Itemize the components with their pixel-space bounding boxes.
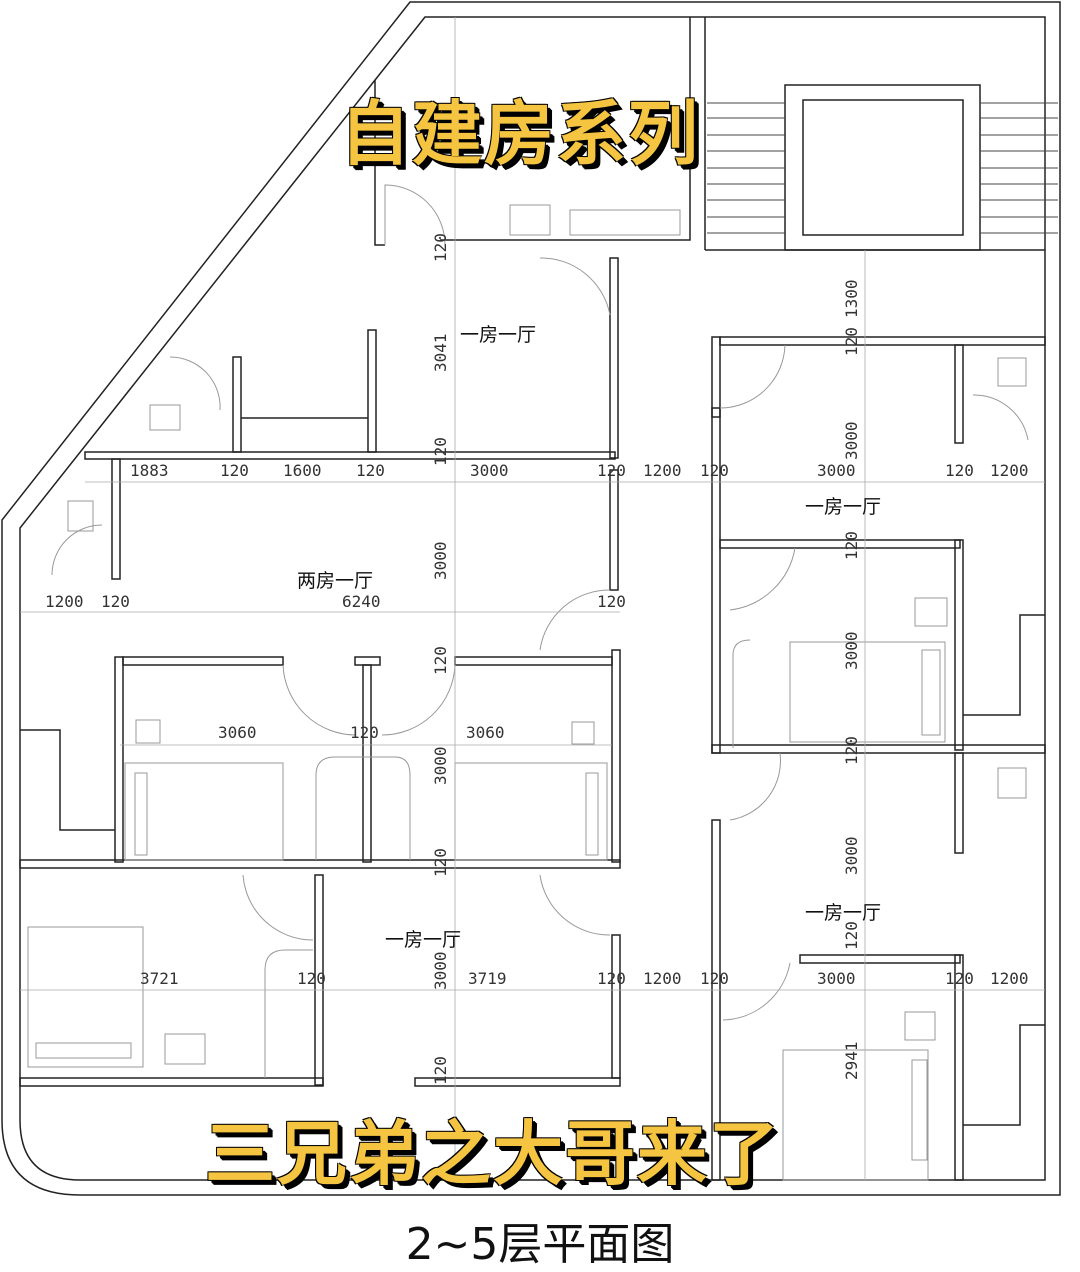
dim: 3000 (817, 969, 856, 988)
dim: 3000 (431, 746, 450, 785)
dim: 120 (431, 437, 450, 466)
banner-title-bottom: 三兄弟之大哥来了 (205, 1113, 781, 1195)
inner-outer-wall (19, 16, 1046, 1181)
room-label-right-upper: 一房一厅 (805, 496, 881, 518)
dim: 120 (431, 1056, 450, 1085)
dim: 120 (597, 461, 626, 480)
plan-caption: 2~5层平面图 (405, 1219, 675, 1270)
dim: 120 (842, 921, 861, 950)
dim: 3719 (468, 969, 507, 988)
room-label-top-center: 一房一厅 (460, 324, 536, 346)
dim: 1200 (45, 592, 84, 611)
dim: 3721 (140, 969, 179, 988)
dim: 120 (842, 531, 861, 560)
dim: 3060 (466, 723, 505, 742)
dim: 120 (101, 592, 130, 611)
dim: 120 (356, 461, 385, 480)
dim: 120 (945, 461, 974, 480)
dim: 3000 (431, 541, 450, 580)
dim: 1300 (842, 279, 861, 318)
banner-title-top: 自建房系列 (340, 93, 700, 175)
dim: 120 (597, 592, 626, 611)
dim: 1600 (283, 461, 322, 480)
dim: 1200 (643, 461, 682, 480)
dim: 6240 (342, 592, 381, 611)
dim: 3041 (431, 333, 450, 372)
dim: 3000 (431, 951, 450, 990)
dim: 120 (842, 327, 861, 356)
dim: 1200 (990, 969, 1029, 988)
dim: 120 (597, 969, 626, 988)
dim: 3000 (817, 461, 856, 480)
dim: 3000 (842, 631, 861, 670)
dim: 120 (431, 848, 450, 877)
dim: 120 (431, 646, 450, 675)
dim: 2941 (842, 1041, 861, 1080)
dim: 3060 (218, 723, 257, 742)
dim: 3000 (470, 461, 509, 480)
dim: 1883 (130, 461, 169, 480)
outer-wall (1, 1, 1061, 1196)
room-label-middle-left: 两房一厅 (297, 570, 373, 592)
dim: 120 (297, 969, 326, 988)
dim: 120 (220, 461, 249, 480)
dim: 120 (842, 736, 861, 765)
dim: 120 (350, 723, 379, 742)
dim: 120 (945, 969, 974, 988)
dim: 3000 (842, 836, 861, 875)
dim: 120 (700, 969, 729, 988)
dim: 3000 (842, 421, 861, 460)
dim: 1200 (643, 969, 682, 988)
dim: 120 (431, 233, 450, 262)
room-label-bottom-left: 一房一厅 (385, 929, 461, 951)
room-label-right-lower: 一房一厅 (805, 902, 881, 924)
dim: 1200 (990, 461, 1029, 480)
dim: 120 (700, 461, 729, 480)
